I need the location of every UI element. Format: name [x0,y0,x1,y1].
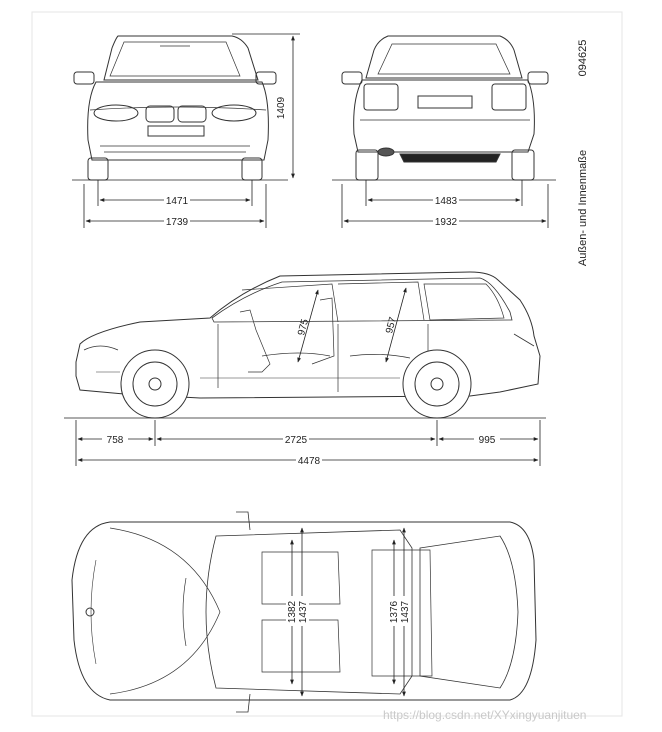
front-view [73,35,277,181]
front-width-label: 1739 [166,217,189,228]
front-track-label: 1471 [166,196,189,207]
rear-track-label: 1483 [435,196,458,207]
rear-width-label: 1932 [435,217,458,228]
side-caption: Außen- und Innenmaße [577,150,589,266]
front-elbow-label: 1437 [298,600,309,623]
length-label: 4478 [298,456,321,467]
rear-headroom-label: 957 [384,315,399,334]
top-view [71,511,537,713]
front-overhang-label: 758 [107,435,124,446]
rear-overhang-label: 995 [479,435,496,446]
front-headroom-label: 975 [296,317,311,336]
rear-elbow-label: 1437 [400,600,411,623]
side-view [75,271,541,419]
watermark: https://blog.csdn.net/XYxingyuanjituen [383,708,587,722]
front-height-label: 1409 [276,96,287,119]
drawing-number: 094625 [577,40,589,77]
sheet-frame [31,11,623,717]
rear-view [341,35,549,181]
wheelbase-label: 2725 [285,435,308,446]
rear-shoulder-label: 1376 [389,600,400,623]
front-shoulder-label: 1382 [287,600,298,623]
